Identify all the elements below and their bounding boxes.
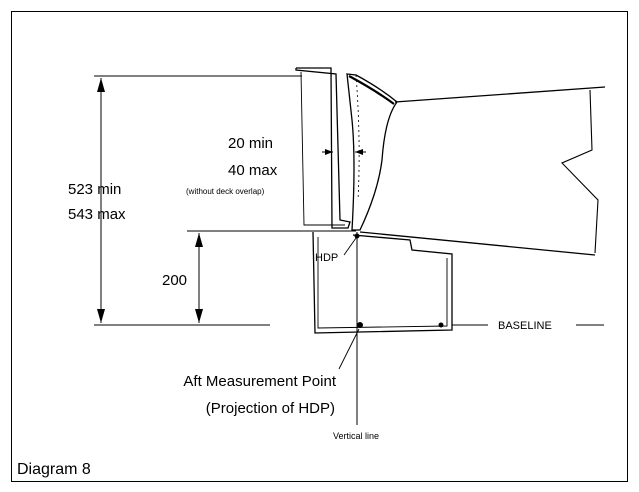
aft-point-line1: Aft Measurement Point — [183, 373, 336, 390]
aft-point-line2: (Projection of HDP) — [206, 400, 335, 417]
backrest-outline — [295, 67, 351, 229]
diagram-border — [11, 11, 628, 482]
dim-total-arrow-bottom — [97, 309, 105, 323]
diagram-caption: Diagram 8 — [17, 461, 91, 478]
backrest-stitch-line — [355, 74, 360, 201]
cushion-top-edge — [394, 86, 606, 103]
cushion-break-line — [561, 89, 599, 254]
hdp-label: HDP — [315, 252, 338, 264]
gap-arrow-left-head — [325, 149, 333, 155]
seat-shell — [312, 231, 453, 334]
hdp-leader — [343, 237, 357, 256]
vertical-line-label: Vertical line — [333, 431, 379, 441]
baseline-label: BASELINE — [498, 320, 552, 332]
backrest-inner-line — [300, 71, 345, 226]
aft-measurement-point — [357, 322, 363, 328]
hdp-point — [354, 233, 360, 239]
gap-max-label: 40 max — [228, 162, 278, 179]
dim-200-arrow-top — [195, 233, 203, 247]
dim-total-max-label: 543 max — [68, 206, 126, 223]
reference-point — [438, 322, 444, 328]
gap-min-label: 20 min — [228, 135, 273, 152]
backrest-curved-panel — [346, 73, 398, 231]
cushion-bottom-edge — [359, 231, 596, 256]
backrest-top-edge — [348, 75, 395, 105]
dim-200-arrow-bottom — [195, 309, 203, 323]
dim-total-arrow-top — [97, 78, 105, 92]
gap-arrow-right-head — [355, 149, 363, 155]
gap-note-label: (without deck overlap) — [186, 187, 265, 196]
dim-200-label: 200 — [162, 272, 187, 289]
seat-shell-inner — [317, 237, 448, 329]
aft-point-leader — [338, 328, 360, 370]
dim-total-min-label: 523 min — [68, 181, 121, 198]
